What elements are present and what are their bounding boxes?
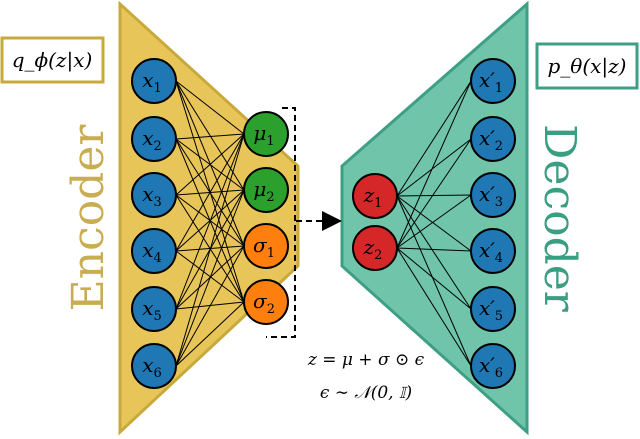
edge [175, 133, 245, 310]
latent-node-1: z1 [352, 173, 398, 219]
edge [396, 194, 472, 249]
edge [396, 80, 472, 249]
encoder-distribution-box [0, 36, 105, 84]
output-node-4-circle [470, 228, 516, 274]
output-node-5: x′5 [470, 286, 516, 332]
mu-node-1-circle [243, 111, 289, 157]
output-node-3-circle [470, 172, 516, 218]
edge [175, 245, 245, 367]
edge [175, 133, 245, 140]
edge [175, 250, 245, 303]
output-node-6-circle [470, 343, 516, 389]
output-node-2: x′2 [470, 116, 516, 162]
input-node-2-circle [131, 116, 177, 162]
input-node-3: x3 [131, 172, 177, 218]
edge [396, 195, 472, 252]
edge [396, 80, 472, 197]
input-node-4: x4 [131, 228, 177, 274]
output-node-1: x′1 [470, 58, 516, 104]
input-node-2: x2 [131, 116, 177, 162]
input-node-1-circle [131, 58, 177, 104]
output-node-1-circle [470, 58, 516, 104]
sigma-node-1-circle [243, 223, 289, 269]
encoder-label: Encoder [63, 124, 114, 312]
output-node-3: x′3 [470, 172, 516, 218]
edge [175, 301, 245, 367]
edge [396, 195, 472, 310]
edge [396, 247, 472, 367]
sigma-node-2: σ2 [243, 279, 289, 325]
output-node-4: x′4 [470, 228, 516, 274]
input-node-5: x5 [131, 286, 177, 332]
decoder-distribution-box [535, 42, 639, 90]
input-node-6: x6 [131, 343, 177, 389]
sigma-node-1: σ1 [243, 223, 289, 269]
input-node-6-circle [131, 343, 177, 389]
noise-distribution-equation: ϵ ∼ 𝒩(0, 𝕀) [320, 383, 412, 403]
network-nodes: x1 x2 x3 x4 x5 x6 μ1 μ2 σ1 σ2 z1 z2 x′1 x′2 x′3 x′4 x′5 x… [131, 58, 516, 389]
edge [175, 189, 245, 367]
input-node-4-circle [131, 228, 177, 274]
output-node-2-circle [470, 116, 516, 162]
reparameterization-equation: z = μ + σ ⊙ ϵ [307, 350, 425, 370]
output-node-5-circle [470, 286, 516, 332]
input-node-3-circle [131, 172, 177, 218]
edge [396, 247, 472, 310]
mu-node-1: μ1 [243, 111, 289, 157]
mu-node-2: μ2 [243, 167, 289, 213]
edge [396, 195, 472, 367]
output-node-6: x′6 [470, 343, 516, 389]
mu-node-2-circle [243, 167, 289, 213]
input-node-1: x1 [131, 58, 177, 104]
latent-node-2: z2 [352, 225, 398, 271]
edge [396, 194, 472, 197]
edge [175, 133, 245, 252]
latent-node-2-circle [352, 225, 398, 271]
sigma-node-2-circle [243, 279, 289, 325]
edge [175, 133, 245, 196]
edge [396, 247, 472, 252]
input-node-5-circle [131, 286, 177, 332]
edge [396, 138, 472, 249]
output-node-2-label: x′2 [479, 126, 503, 154]
latent-node-1-circle [352, 173, 398, 219]
decoder-distribution-label: p_θ(x|z) [547, 54, 626, 79]
encoder-distribution-label: q_ϕ(z|x) [12, 48, 93, 73]
decoder-label: Decoder [534, 124, 585, 313]
network-edges [175, 80, 472, 367]
edge [175, 133, 245, 367]
edge [396, 138, 472, 197]
edge [175, 80, 245, 135]
output-node-4-label: x′4 [479, 238, 503, 266]
